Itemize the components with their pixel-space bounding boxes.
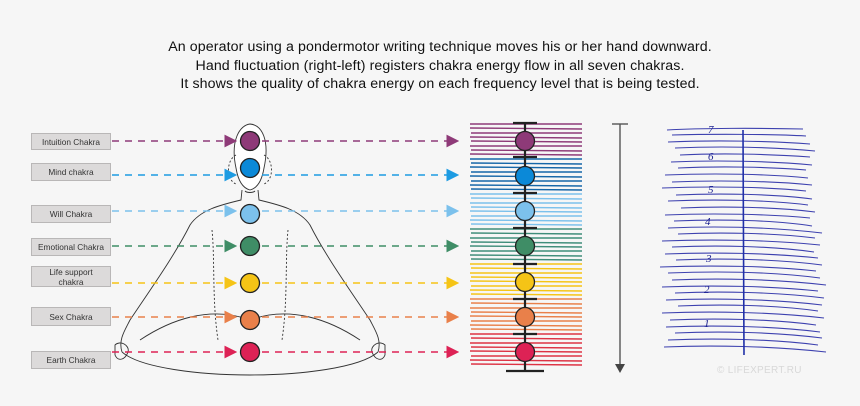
svg-text:3: 3: [705, 253, 712, 265]
handwriting-axis: [742, 129, 745, 356]
svg-text:5: 5: [708, 184, 714, 196]
svg-text:6: 6: [708, 151, 714, 163]
body-chakra-earth: [239, 341, 261, 363]
energy-stripes: [469, 123, 583, 366]
handwriting-level-numbers: 7 6 5 4 3 2 1: [704, 124, 714, 330]
caption: An operator using a pondermotor writing …: [0, 38, 860, 94]
body-chakra-will: [239, 203, 261, 225]
energy-arrows: [112, 134, 460, 359]
svg-text:1: 1: [704, 318, 710, 330]
stripe-chakra-circles: [514, 130, 536, 363]
body-chakra-circles: [239, 130, 261, 363]
body-chakra-mind: [239, 157, 261, 179]
svg-text:4: 4: [705, 216, 711, 228]
body-chakra-sex: [239, 309, 261, 331]
label-mind-chakra: Mind chakra: [31, 163, 111, 181]
label-life-support-chakra: Life support chakra: [31, 266, 111, 287]
body-chakra-emotional: [239, 235, 261, 257]
svg-text:2: 2: [704, 284, 710, 296]
body-chakra-life-support: [239, 272, 261, 294]
caption-line-2: Hand fluctuation (right-left) registers …: [195, 57, 685, 74]
label-sex-chakra: Sex Chakra: [31, 307, 111, 326]
label-earth-chakra: Earth Chakra: [31, 351, 111, 369]
svg-text:7: 7: [708, 124, 714, 136]
label-emotional-chakra: Emotional Chakra: [31, 238, 111, 256]
label-intuition-chakra: Intuition Chakra: [31, 133, 111, 150]
caption-line-3: It shows the quality of chakra energy on…: [180, 76, 700, 92]
watermark: © LIFEXPERT.RU: [717, 365, 802, 376]
label-will-chakra: Will Chakra: [31, 205, 111, 223]
body-chakra-intuition: [239, 130, 261, 152]
caption-line-1: An operator using a pondermotor writing …: [168, 39, 712, 55]
downward-arrow: [612, 123, 628, 373]
